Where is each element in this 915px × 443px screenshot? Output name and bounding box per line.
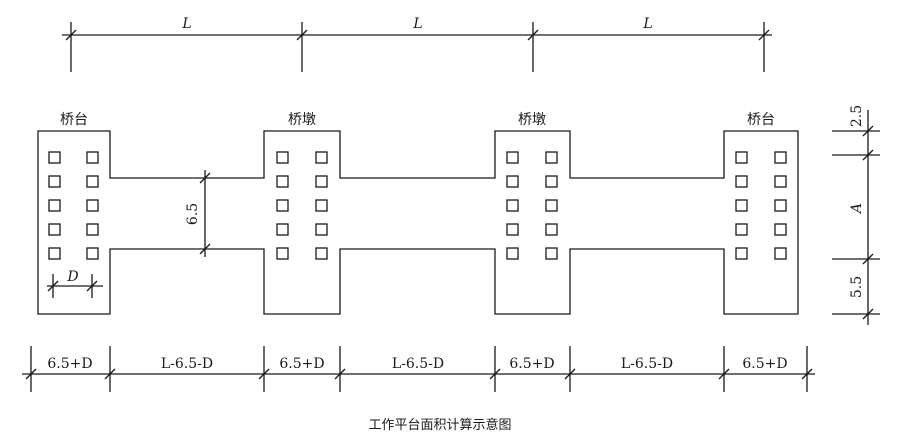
pile-square — [48, 199, 61, 212]
pile-square — [48, 247, 61, 260]
bottom-dim-label-5: 6.5+D — [509, 356, 554, 372]
top-dim-label-2: L — [412, 16, 422, 32]
pile-square — [86, 223, 99, 236]
pile-square — [48, 175, 61, 188]
pile-square — [735, 175, 748, 188]
pile-group-pier-2 — [506, 151, 558, 260]
right-dimension-line — [832, 110, 880, 325]
pile-group-pier-1 — [276, 151, 328, 260]
pile-square — [276, 199, 289, 212]
pile-square — [86, 151, 99, 164]
pile-square — [545, 247, 558, 260]
bottom-dim-label-3: 6.5+D — [279, 356, 324, 372]
pile-square — [276, 175, 289, 188]
pile-square — [774, 223, 787, 236]
pile-square — [545, 199, 558, 212]
label-pier-2: 桥墩 — [518, 112, 546, 128]
pile-square — [315, 175, 328, 188]
top-dimension-line — [62, 22, 772, 72]
pile-square — [774, 175, 787, 188]
width-dimension-6-5 — [199, 170, 211, 257]
pile-group-abutment-left — [48, 151, 99, 260]
platform-outline — [37, 130, 799, 315]
bottom-dim-label-2: L-6.5-D — [161, 356, 213, 372]
pile-square — [48, 151, 61, 164]
label-pier-1: 桥墩 — [288, 112, 316, 128]
pile-square — [506, 199, 519, 212]
label-abutment-right: 桥台 — [747, 112, 775, 128]
right-dim-label-bottom: 5.5 — [849, 276, 865, 298]
pile-square — [506, 223, 519, 236]
pile-square — [506, 151, 519, 164]
bottom-dim-label-7: 6.5+D — [742, 356, 787, 372]
label-abutment-left: 桥台 — [60, 112, 88, 128]
bottom-dim-label-1: 6.5+D — [47, 356, 92, 372]
pile-square — [315, 223, 328, 236]
pile-square — [86, 175, 99, 188]
pile-square — [545, 175, 558, 188]
pile-square — [276, 151, 289, 164]
pile-square — [276, 223, 289, 236]
width-dim-label: 6.5 — [185, 203, 201, 225]
pile-square — [276, 247, 289, 260]
bottom-dim-label-4: L-6.5-D — [392, 356, 444, 372]
top-dim-label-3: L — [642, 16, 652, 32]
pile-groups — [48, 151, 787, 260]
pile-square — [735, 247, 748, 260]
pile-square — [545, 151, 558, 164]
pile-square — [506, 247, 519, 260]
pile-square — [48, 223, 61, 236]
pile-square — [735, 199, 748, 212]
diagram-caption: 工作平台面积计算示意图 — [368, 417, 511, 433]
pile-square — [506, 175, 519, 188]
pile-spacing-label: D — [66, 269, 78, 285]
pile-square — [315, 151, 328, 164]
pile-square — [735, 151, 748, 164]
pile-square — [86, 247, 99, 260]
bottom-dimension-line — [22, 346, 815, 392]
top-dim-label-1: L — [181, 16, 191, 32]
pile-square — [86, 199, 99, 212]
pile-square — [545, 223, 558, 236]
pile-square — [735, 223, 748, 236]
pile-group-abutment-right — [735, 151, 787, 260]
pile-spacing-dimension-d — [47, 274, 103, 298]
pile-square — [315, 199, 328, 212]
pile-square — [315, 247, 328, 260]
right-dim-label-top: 2.5 — [849, 105, 865, 127]
pile-square — [774, 199, 787, 212]
pile-square — [774, 247, 787, 260]
pile-square — [774, 151, 787, 164]
right-dim-label-middle: A — [849, 203, 865, 215]
bottom-dim-label-6: L-6.5-D — [621, 356, 673, 372]
